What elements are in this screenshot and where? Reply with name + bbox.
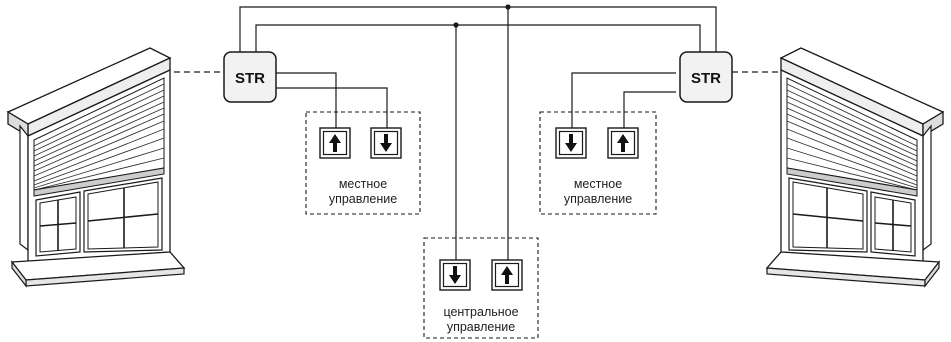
- local-control-left: местное управление: [305, 111, 421, 215]
- junction-dot: [505, 4, 511, 10]
- local-control-right: местное управление: [539, 111, 657, 215]
- local-control-right-label-2: управление: [564, 192, 632, 206]
- local-control-right-label-1: местное: [574, 177, 622, 191]
- right-shutter-window-icon: [766, 47, 944, 287]
- controller-right: STR: [679, 51, 733, 103]
- down-arrow-icon[interactable]: [370, 127, 402, 159]
- central-control-label-2: управление: [447, 320, 515, 334]
- controller-left-label: STR: [235, 70, 265, 87]
- up-arrow-icon[interactable]: [607, 127, 639, 159]
- local-control-left-label-2: управление: [329, 192, 397, 206]
- controller-right-label: STR: [691, 70, 721, 87]
- up-arrow-icon[interactable]: [319, 127, 351, 159]
- left-shutter-window-icon: [7, 47, 185, 287]
- down-arrow-icon[interactable]: [555, 127, 587, 159]
- junction-dot: [453, 22, 459, 28]
- wiring: [239, 6, 717, 262]
- controller-left: STR: [223, 51, 277, 103]
- central-control: центральное управление: [423, 237, 539, 339]
- local-control-left-label-1: местное: [339, 177, 387, 191]
- central-control-label-1: центральное: [443, 305, 518, 319]
- down-arrow-icon[interactable]: [439, 259, 471, 291]
- up-arrow-icon[interactable]: [491, 259, 523, 291]
